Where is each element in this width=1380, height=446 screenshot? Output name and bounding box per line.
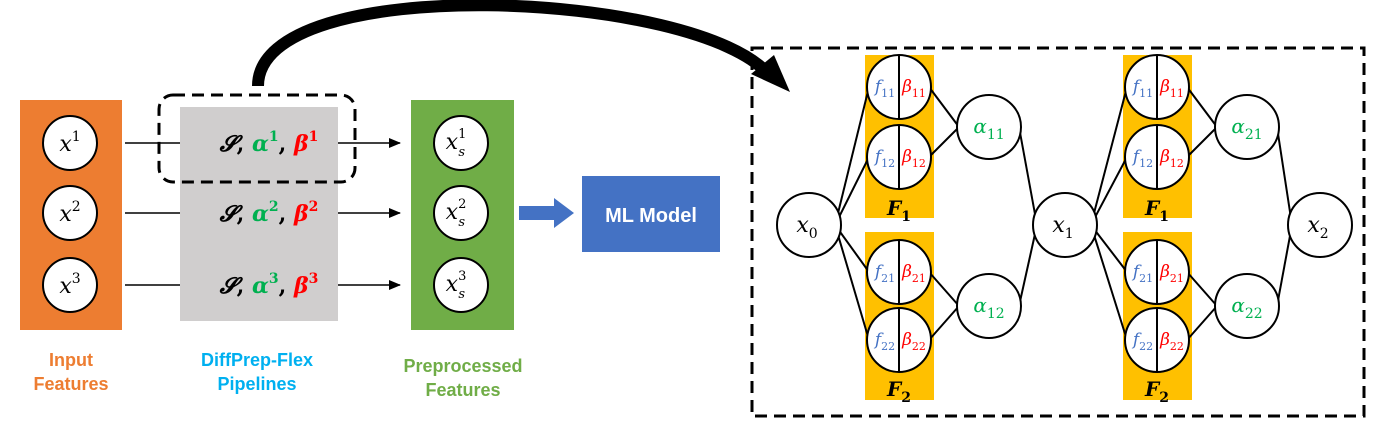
ml-model-box: ML Model — [582, 176, 720, 252]
function-group-label: F1 — [886, 196, 911, 225]
function-node: f11 β11 — [866, 54, 932, 120]
input-feature-label: x3 — [59, 271, 80, 299]
graph-edge — [1186, 126, 1218, 158]
pipelines-label-line2: Pipelines — [217, 374, 296, 394]
graph-edge — [836, 228, 870, 273]
function-beta-label: β11 — [901, 77, 926, 100]
alpha-label: α22 — [1231, 293, 1262, 322]
function-f-label: f22 — [1131, 330, 1153, 353]
pipeline-formula: 𝓢, α2, β2 — [219, 199, 319, 227]
pipeline-box: 𝓢, α1, β1 — [125, 107, 401, 179]
to-ml-model-arrow — [519, 198, 574, 228]
function-node: f12 β12 — [1124, 124, 1190, 190]
pipeline-box: 𝓢, α2, β2 — [125, 177, 401, 249]
x-node: x1 — [1032, 192, 1098, 258]
zoom-arrow — [252, 0, 790, 92]
alpha-label: α21 — [1231, 114, 1262, 143]
function-f-label: f12 — [873, 147, 895, 170]
alpha-label: α11 — [973, 114, 1004, 143]
input-feature-label: x2 — [59, 199, 80, 227]
function-group-label: F2 — [1144, 377, 1169, 406]
preprocessed-label-line2: Features — [425, 380, 500, 400]
function-f-label: f11 — [873, 77, 895, 100]
ml-model-label: ML Model — [605, 205, 697, 227]
graph-edge — [1093, 228, 1128, 273]
function-node: f22 β22 — [866, 307, 932, 373]
preprocessed-label-line1: Preprocessed — [403, 356, 522, 376]
graph-edge — [928, 305, 960, 341]
pipeline-highlight — [157, 93, 357, 184]
alpha-node: α12 — [956, 273, 1022, 339]
function-node: f12 β12 — [866, 124, 932, 190]
function-group-label: F2 — [886, 377, 911, 406]
function-beta-label: β12 — [901, 147, 926, 170]
function-f-label: f22 — [873, 330, 895, 353]
input-feature-node: x2 — [42, 185, 98, 241]
function-f-label: f11 — [1131, 77, 1153, 100]
function-beta-label: β21 — [1159, 262, 1184, 285]
input-feature-label: x1 — [59, 129, 80, 157]
function-f-label: f21 — [873, 262, 895, 285]
input-features-column: x1 x2 x3 — [20, 100, 122, 330]
graph-edge — [928, 271, 960, 307]
input-features-label-line2: Features — [33, 374, 108, 394]
graph-edge — [928, 126, 960, 158]
function-node: f21 β21 — [1124, 239, 1190, 305]
function-f-label: f12 — [1131, 147, 1153, 170]
graph-edge — [1186, 305, 1218, 341]
function-node: f22 β22 — [1124, 307, 1190, 373]
function-beta-label: β22 — [1159, 330, 1184, 353]
pipeline-box: 𝓢, α3, β3 — [125, 249, 401, 321]
graph-edge — [836, 233, 870, 341]
function-beta-label: β12 — [1159, 147, 1184, 170]
graph-edges — [836, 86, 1293, 341]
graph-edge — [1186, 86, 1218, 128]
function-beta-label: β22 — [901, 330, 926, 353]
function-node: f21 β21 — [866, 239, 932, 305]
graph-edge — [1276, 126, 1293, 226]
alpha-node: α22 — [1214, 273, 1280, 339]
x-node-label: x0 — [796, 213, 817, 242]
pipelines-column: 𝓢, α1, β1 𝓢, α2, β2 𝓢, α3, β3 — [125, 107, 401, 321]
function-f-label: f21 — [1131, 262, 1153, 285]
function-beta-label: β21 — [901, 262, 926, 285]
x-node: x0 — [776, 192, 842, 258]
graph-edge — [1186, 271, 1218, 307]
x-node: x2 — [1287, 192, 1353, 258]
alpha-node: α11 — [956, 94, 1022, 160]
pipelines-label-line1: DiffPrep-Flex — [201, 350, 313, 370]
function-group-label: F1 — [1144, 196, 1169, 225]
pipeline-formula: 𝓢, α1, β1 — [219, 129, 319, 157]
zoom-panel — [750, 46, 1366, 418]
alpha-node: α21 — [1214, 94, 1280, 160]
graph-edge — [1018, 224, 1038, 307]
graph-edge — [1092, 156, 1128, 221]
graph-edge — [928, 86, 960, 128]
graph-nodes: f11 β11 f12 β12 α11 f21 β21 f22 β22 α12 f11 β11 f12 β… — [776, 54, 1353, 373]
x-node-label: x2 — [1307, 213, 1328, 242]
graph-edge — [1092, 233, 1128, 341]
graph-edge — [836, 156, 870, 221]
input-features-label-line1: Input — [49, 350, 93, 370]
function-node: f11 β11 — [1124, 54, 1190, 120]
function-beta-label: β11 — [1159, 77, 1184, 100]
alpha-label: α12 — [973, 293, 1004, 322]
graph-edge — [1018, 126, 1038, 226]
graph-edge — [836, 86, 870, 215]
pipeline-formula: 𝓢, α3, β3 — [219, 271, 319, 299]
input-feature-node: x1 — [42, 115, 98, 171]
input-feature-node: x3 — [42, 257, 98, 313]
graph-edge — [1276, 224, 1293, 307]
graph-edge — [1092, 86, 1128, 215]
x-node-label: x1 — [1052, 213, 1073, 242]
